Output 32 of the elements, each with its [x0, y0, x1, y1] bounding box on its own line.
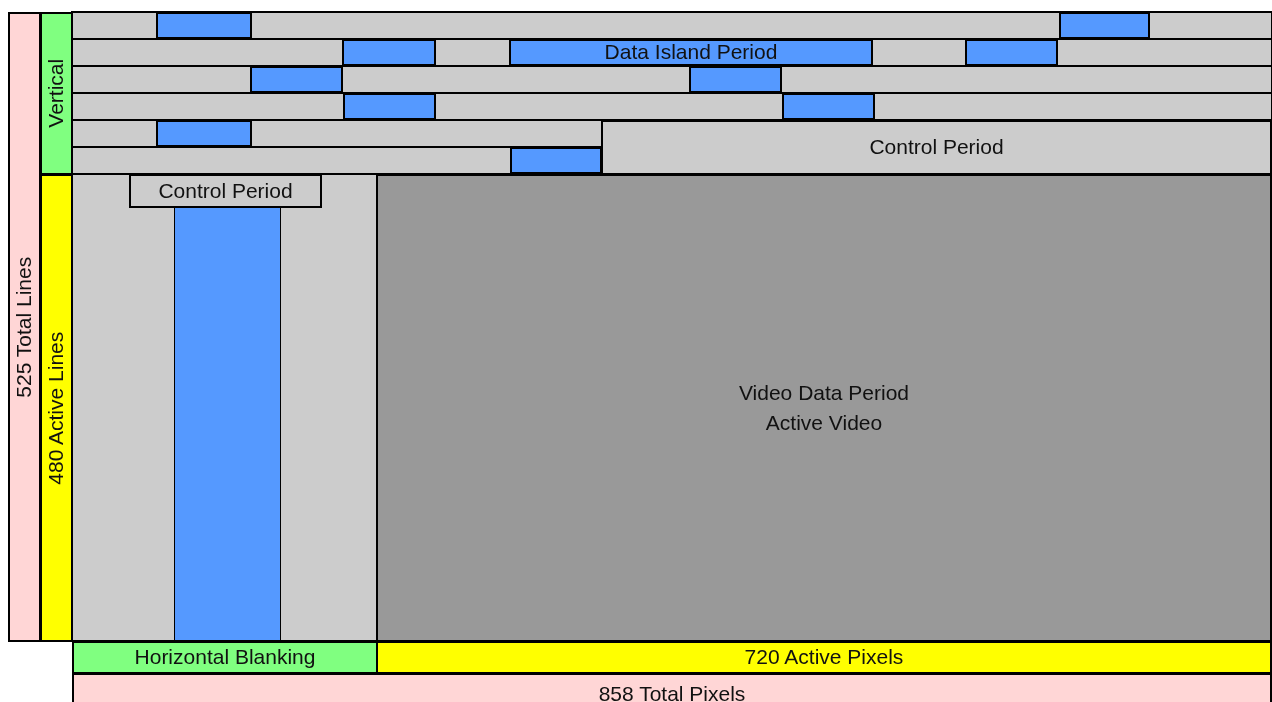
data-island-block — [510, 147, 602, 174]
active-lines-band — [40, 174, 73, 642]
vertical-blanking-band — [40, 12, 73, 175]
period-label: 858 Total Pixels — [598, 681, 746, 702]
period-label: Control Period — [869, 134, 1004, 161]
active-video-area — [376, 174, 1272, 642]
data-island-block — [689, 66, 782, 93]
period-label: Data Island Period — [604, 39, 778, 66]
control-period-box — [129, 174, 322, 208]
data-island-block — [1059, 12, 1150, 39]
data-island-column — [174, 207, 281, 641]
period-label: Control Period — [158, 177, 293, 204]
active-pixels-band — [376, 641, 1272, 674]
axis-label: 525 Total Lines — [11, 256, 37, 398]
data-island-block — [342, 39, 436, 66]
axis-label: Vertical — [43, 59, 69, 128]
data-island-block — [156, 120, 252, 147]
period-label: Horizontal Blanking — [134, 644, 316, 671]
data-island-block — [343, 93, 436, 120]
data-island-block — [509, 39, 873, 66]
total-pixels-band — [72, 673, 1272, 702]
period-label: 720 Active Pixels — [744, 644, 904, 671]
data-island-block — [965, 39, 1058, 66]
data-island-block — [250, 66, 343, 93]
data-island-block — [782, 93, 875, 120]
control-period-box — [601, 120, 1272, 175]
area-label: Active Video — [765, 410, 883, 436]
area-label: Video Data Period — [738, 379, 910, 406]
data-island-block — [156, 12, 252, 39]
total-lines-band — [8, 12, 41, 642]
horizontal-blanking-band — [72, 641, 378, 674]
axis-label: 480 Active Lines — [43, 331, 69, 485]
